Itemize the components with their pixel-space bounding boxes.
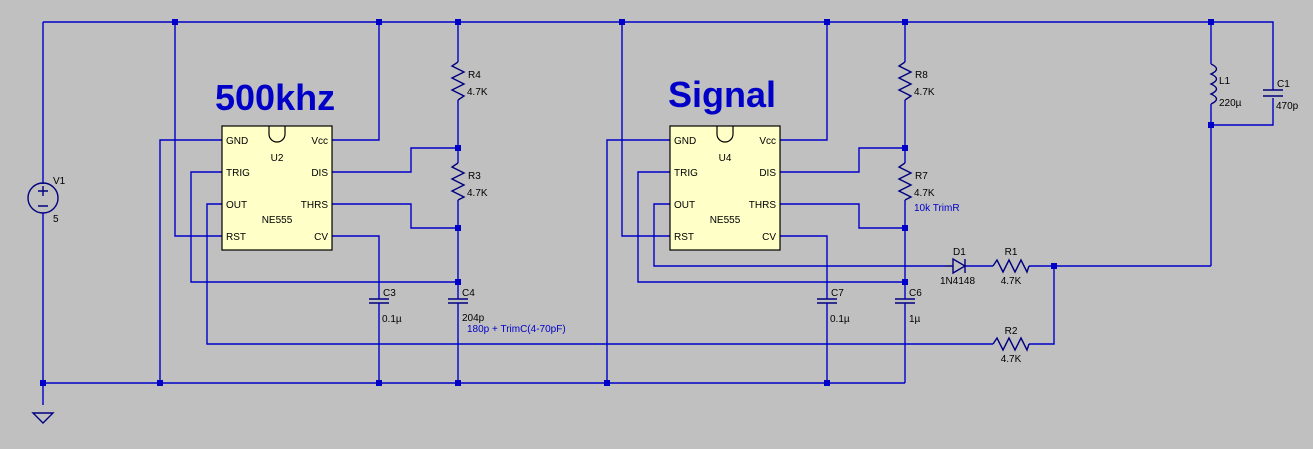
resistor-r4[interactable]: R4 4.7K xyxy=(450,61,488,101)
u4-pin-rst: RST xyxy=(674,232,694,243)
v1-value: 5 xyxy=(53,214,59,225)
r2-value: 4.7K xyxy=(1001,354,1022,365)
c6-value: 1µ xyxy=(909,314,921,325)
r4-ref: R4 xyxy=(468,70,481,81)
diode-triangle-icon xyxy=(952,257,967,275)
capacitor-icon xyxy=(448,298,468,304)
u2-pin-trig: TRIG xyxy=(226,168,250,179)
l1-ref: L1 xyxy=(1219,76,1231,87)
capacitor-icon xyxy=(817,298,837,304)
junction-dots xyxy=(40,19,1214,386)
c3-value: 0.1µ xyxy=(382,314,402,325)
inductor-l1[interactable]: L1 220µ xyxy=(1209,63,1242,109)
c7-ref: C7 xyxy=(831,288,844,299)
v1-ref: V1 xyxy=(53,176,66,187)
u4-pin-out: OUT xyxy=(674,200,695,211)
u4-pin-trig: TRIG xyxy=(674,168,698,179)
ground-icon xyxy=(31,412,55,424)
voltage-source-v1[interactable]: V1 5 xyxy=(27,176,66,225)
u4-pin-gnd: GND xyxy=(674,136,696,147)
c1-ref: C1 xyxy=(1277,79,1290,90)
r7-note: 10k TrimR xyxy=(914,203,960,214)
capacitor-c1[interactable]: C1 470p xyxy=(1263,79,1299,112)
capacitor-c4[interactable]: C4 204p 180p + TrimC(4-70pF) xyxy=(448,288,566,335)
l1-value: 220µ xyxy=(1219,98,1242,109)
resistor-r1[interactable]: R1 4.7K xyxy=(992,247,1030,287)
u2-ref: U2 xyxy=(271,153,284,164)
title-500khz: 500khz xyxy=(215,77,335,118)
c7-value: 0.1µ xyxy=(830,314,850,325)
u2-part: NE555 xyxy=(262,215,293,226)
u2-pin-gnd: GND xyxy=(226,136,248,147)
resistor-icon xyxy=(450,61,466,101)
c1-value: 470p xyxy=(1276,101,1299,112)
u2-pin-dis: DIS xyxy=(311,168,328,179)
r4-value: 4.7K xyxy=(467,87,488,98)
r1-value: 4.7K xyxy=(1001,276,1022,287)
title-signal: Signal xyxy=(668,74,776,115)
ic-notch-icon xyxy=(268,126,286,143)
resistor-icon xyxy=(992,336,1030,352)
r3-value: 4.7K xyxy=(467,188,488,199)
resistor-r8[interactable]: R8 4.7K xyxy=(897,61,935,101)
capacitor-icon xyxy=(1263,89,1283,97)
diode-d1[interactable]: D1 1N4148 xyxy=(940,247,975,287)
r7-value: 4.7K xyxy=(914,188,935,199)
resistor-icon xyxy=(992,258,1030,274)
r7-ref: R7 xyxy=(915,171,928,182)
d1-value: 1N4148 xyxy=(940,276,975,287)
r3-ref: R3 xyxy=(468,171,481,182)
u2-pin-vcc: Vcc xyxy=(311,136,328,147)
u2-pin-cv: CV xyxy=(314,232,328,243)
diode-icon xyxy=(945,259,966,273)
u4-pin-cv: CV xyxy=(762,232,776,243)
capacitor-icon xyxy=(895,298,915,304)
r1-ref: R1 xyxy=(1005,247,1018,258)
u2-pin-thrs: THRS xyxy=(301,200,329,211)
u2-pin-out: OUT xyxy=(226,200,247,211)
u4-pin-thrs: THRS xyxy=(749,200,777,211)
resistor-r2[interactable]: R2 4.7K xyxy=(992,326,1030,365)
c6-ref: C6 xyxy=(909,288,922,299)
resistor-r7[interactable]: R7 4.7K 10k TrimR xyxy=(897,162,960,214)
r8-value: 4.7K xyxy=(914,87,935,98)
u4-ref: U4 xyxy=(719,153,732,164)
capacitor-icon xyxy=(369,298,389,304)
c4-value: 204p xyxy=(462,313,485,324)
u4-pin-vcc: Vcc xyxy=(759,136,776,147)
ic-notch-icon xyxy=(716,126,734,143)
resistor-icon xyxy=(450,162,466,201)
resistor-r3[interactable]: R3 4.7K xyxy=(450,162,488,201)
resistor-icon xyxy=(897,162,913,201)
polarity-icon xyxy=(38,186,48,207)
ic-u4-body xyxy=(669,125,781,251)
c3-ref: C3 xyxy=(383,288,396,299)
u4-part: NE555 xyxy=(710,215,741,226)
c4-note: 180p + TrimC(4-70pF) xyxy=(467,324,566,335)
r8-ref: R8 xyxy=(915,70,928,81)
wires xyxy=(42,21,1274,405)
resistor-icon xyxy=(897,61,913,101)
capacitor-c3[interactable]: C3 0.1µ xyxy=(369,288,402,325)
capacitor-c6[interactable]: C6 1µ xyxy=(895,288,922,325)
inductor-icon xyxy=(1209,63,1218,105)
u2-pin-rst: RST xyxy=(226,232,246,243)
ic-u4-ne555[interactable]: GND Vcc U4 TRIG DIS OUT THRS NE555 RST C… xyxy=(669,125,781,251)
ic-u2-ne555[interactable]: GND Vcc U2 TRIG DIS OUT THRS NE555 RST C… xyxy=(221,125,333,251)
c4-ref: C4 xyxy=(462,288,475,299)
r2-ref: R2 xyxy=(1005,326,1018,337)
d1-ref: D1 xyxy=(953,247,966,258)
u4-pin-dis: DIS xyxy=(759,168,776,179)
ic-u2-body xyxy=(221,125,333,251)
capacitor-c7[interactable]: C7 0.1µ xyxy=(817,288,850,325)
voltage-source-icon xyxy=(27,182,59,214)
